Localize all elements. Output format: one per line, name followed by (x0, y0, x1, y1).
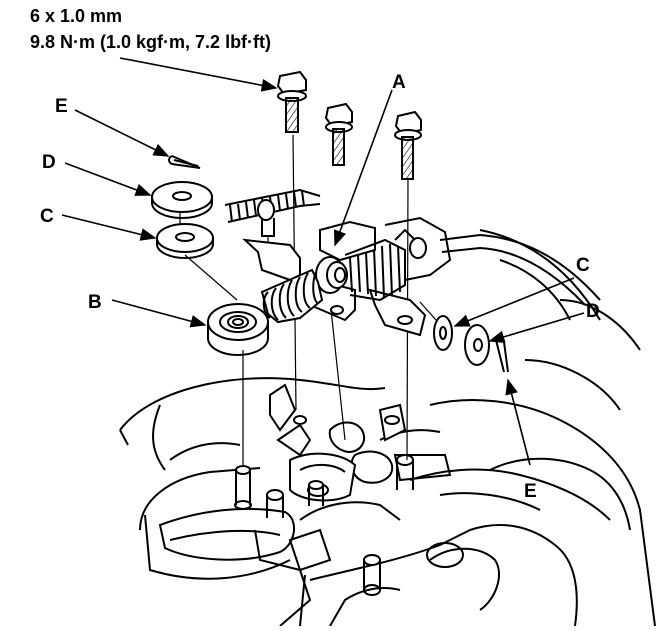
washer-C-left (156, 223, 214, 260)
callout-labels: A B C C D D E E (40, 72, 600, 502)
flange-bolt-middle (324, 102, 353, 166)
callout-C-left: C (40, 206, 54, 227)
cotter-pin-left (168, 155, 201, 169)
callout-E-right: E (524, 481, 537, 502)
bolt-size-spec: 6 x 1.0 mm (30, 6, 123, 26)
shift-cable-boot (260, 268, 324, 324)
callout-D-right: D (586, 301, 600, 322)
flange-bolt-left (276, 70, 307, 133)
cable-bushing (207, 303, 269, 357)
bolt-torque-spec: 9.8 N·m (1.0 kgf·m, 7.2 lbf·ft) (30, 32, 272, 52)
callout-B: B (88, 292, 102, 313)
washer-D-right (464, 324, 490, 366)
callout-A: A (392, 72, 406, 93)
callout-C-right: C (576, 255, 590, 276)
cotter-pin-right (495, 336, 509, 373)
shift-cable (224, 188, 321, 237)
washer-D-left (151, 181, 213, 220)
transmission-housing (119, 229, 656, 627)
callout-D-left: D (42, 152, 56, 173)
select-cable-end (315, 216, 601, 306)
callout-E-left: E (55, 96, 68, 117)
washer-C-right (433, 315, 453, 351)
callout-leaders (61, 57, 585, 466)
flange-bolt-right (394, 110, 422, 180)
